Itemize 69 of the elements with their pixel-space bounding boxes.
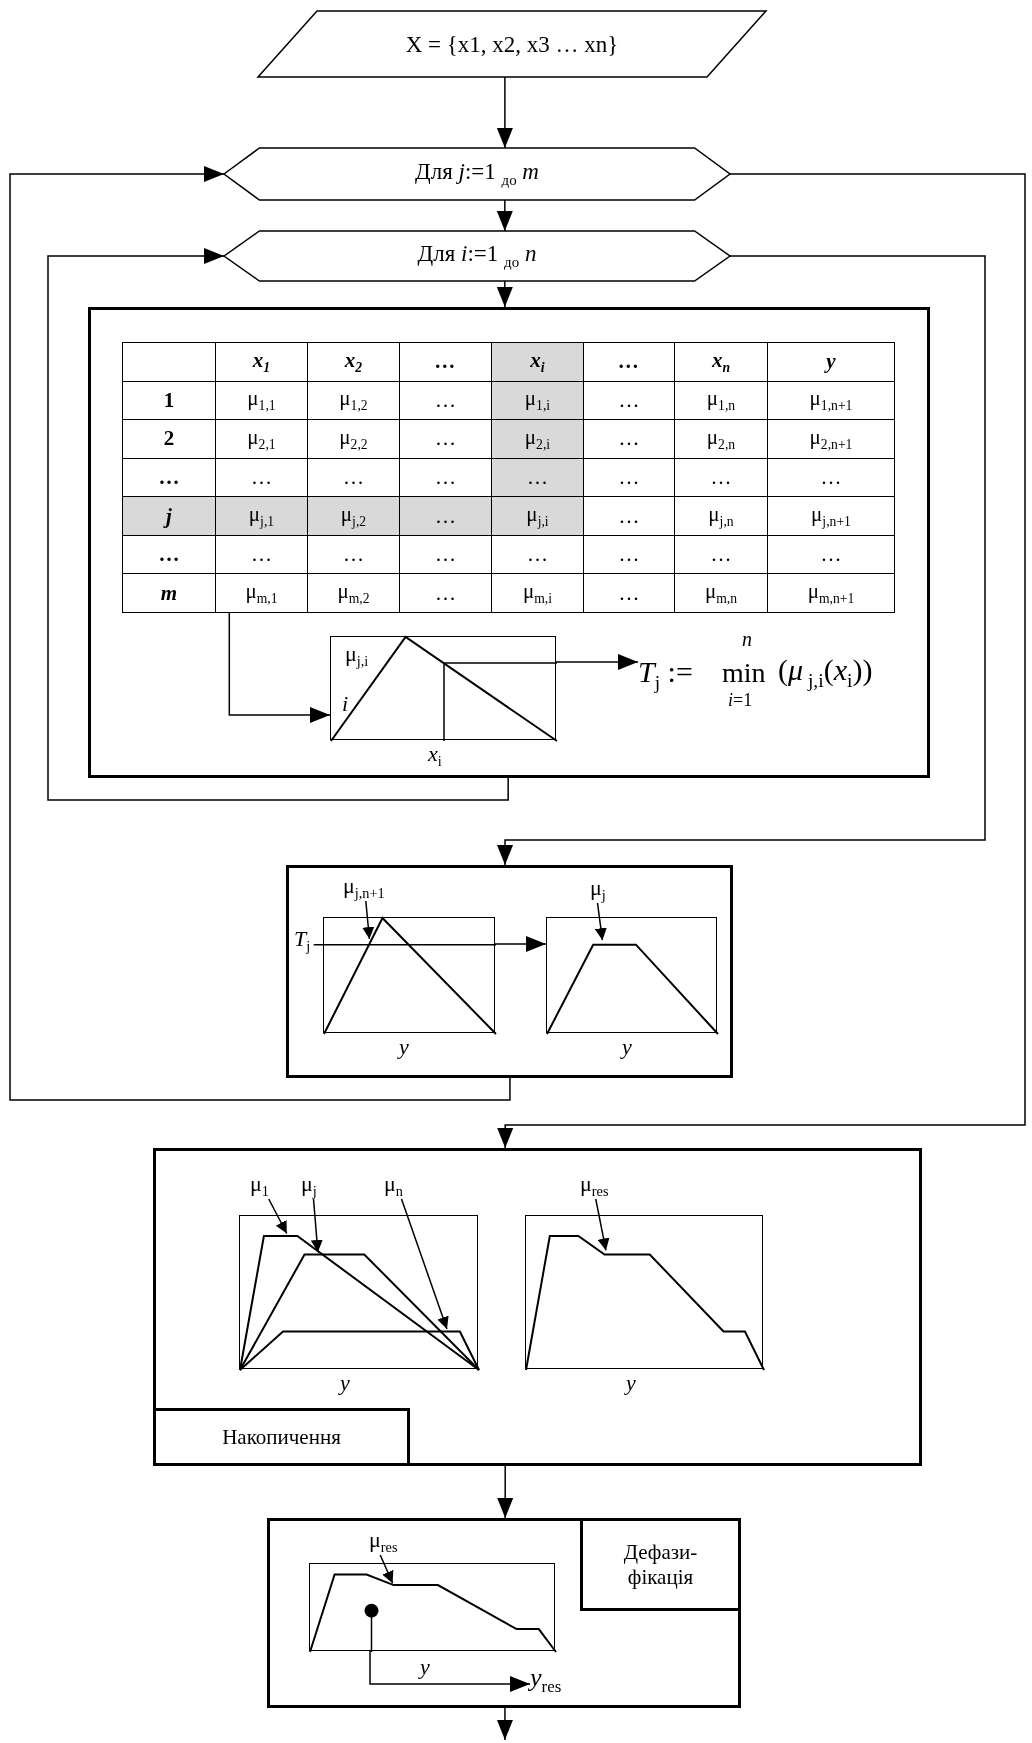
formula-part: (μ $_{j,i}$(x$_{i}$)): [778, 655, 873, 691]
leader-line: [400, 1198, 449, 1330]
loop-hexagon: [224, 148, 730, 200]
arrow: [369, 1650, 531, 1692]
table-cell: μ$_{1,i}$: [491, 380, 584, 421]
output-label: y$_{res}$: [530, 1665, 590, 1700]
plot-label: T$_{j}$: [294, 928, 311, 954]
step-label: Дефази- фікація: [622, 1539, 699, 1590]
arrow: [494, 936, 547, 953]
plot-label: y: [622, 1036, 632, 1058]
table-cell: μ$_{j,1}$: [215, 496, 308, 536]
table-cell: μ$_{m,n+1}$: [767, 573, 895, 613]
leader-line: [595, 1198, 610, 1252]
curve-label: μ$_{j,n+1}$: [343, 875, 403, 901]
loop-hexagon: [224, 231, 730, 281]
curve-label: μ$_{j}$: [590, 877, 615, 903]
curve-label: μ$_{1}$: [250, 1173, 275, 1199]
plot-label: y: [340, 1372, 350, 1394]
process-box: [88, 307, 930, 778]
curve-label: μ$_{j}$: [301, 1173, 326, 1199]
input-parallelogram: [258, 11, 766, 77]
leader-line: [362, 900, 375, 940]
plot-label: y: [399, 1036, 409, 1058]
table-cell: μ$_{j,i}$: [491, 496, 584, 536]
process-box: [286, 865, 733, 1078]
table-cell: j: [122, 496, 216, 536]
leader-line: [594, 902, 607, 941]
arrow: [228, 611, 331, 724]
plot-label: i: [342, 693, 349, 715]
leader-line: [310, 1198, 323, 1253]
loop-label: Для j:=1 $_{до}$ m: [415, 160, 539, 188]
curve-label: μ$_{n}$: [384, 1173, 409, 1199]
table-cell: …: [491, 457, 584, 498]
table-cell: x$_{i}$: [491, 342, 584, 382]
arrow: [47, 248, 509, 801]
table-cell: μ$_{2,i}$: [491, 419, 584, 459]
step-label-box: [153, 1408, 410, 1466]
plot-label: μ$_{j,i}$: [345, 643, 369, 669]
membership-table: [122, 342, 894, 612]
formula-part: T$_{j}$ :=: [638, 657, 693, 693]
plot-label: y: [420, 1656, 430, 1678]
loop-label: Для i:=1 $_{до}$ n: [417, 242, 537, 270]
input-label: X = {x1, x2, x3 … xn}: [405, 32, 619, 56]
table-cell: y: [767, 342, 895, 382]
process-box: [267, 1518, 741, 1708]
table-cell: μ$_{j,2}$: [307, 496, 400, 536]
plot-label: y: [626, 1372, 636, 1394]
arrow: [497, 1465, 514, 1519]
arrow: [497, 173, 1026, 1149]
process-box: [153, 1148, 922, 1466]
arrow: [496, 1707, 513, 1741]
arrow: [9, 166, 511, 1101]
step-label: Накопичення: [221, 1424, 342, 1450]
formula-part: n: [742, 629, 752, 649]
arrow: [497, 255, 986, 866]
leader-line: [379, 1554, 394, 1584]
curve-label: μ$_{res}$: [369, 1529, 414, 1555]
step-label-box: [580, 1518, 741, 1611]
formula-part: min: [722, 659, 766, 687]
arrow: [496, 199, 513, 232]
curve-label: μ$_{res}$: [580, 1173, 625, 1199]
table-cell: …: [399, 496, 492, 536]
leader-line: [268, 1198, 288, 1235]
table-cell: m: [122, 573, 216, 613]
arrow: [496, 76, 513, 149]
formula-part: i=1: [728, 691, 753, 709]
plot-label: x$_{i}$: [428, 743, 442, 769]
arrow: [555, 654, 639, 670]
arrow: [496, 280, 513, 308]
